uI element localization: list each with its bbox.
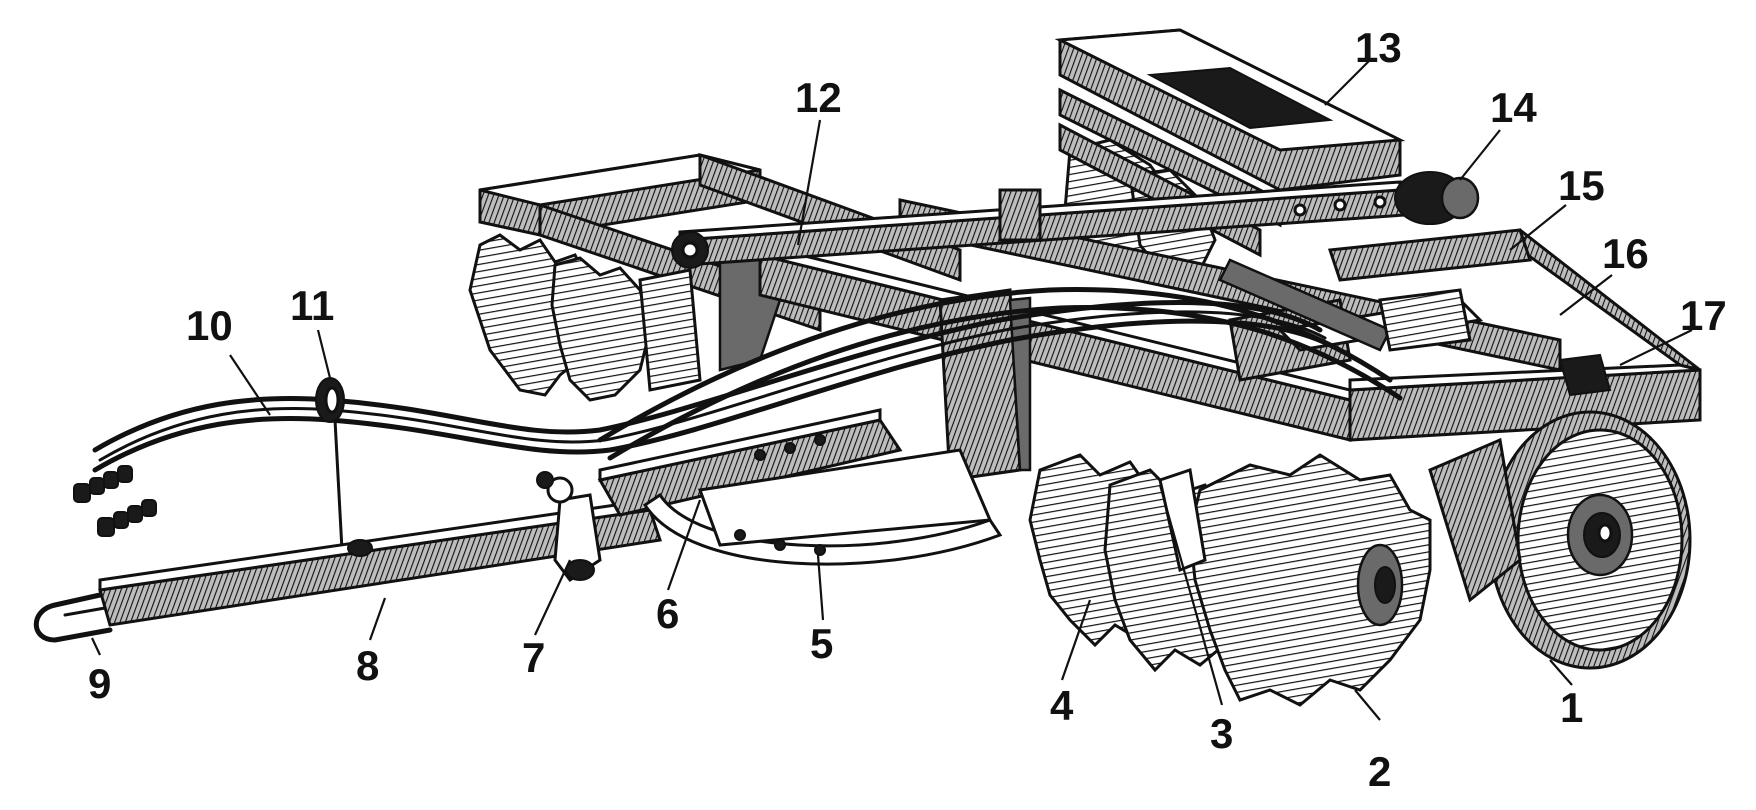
label-2: 2 (1368, 748, 1391, 795)
hose-coupling (73, 465, 157, 537)
label-10: 10 (186, 302, 233, 349)
disc-hub (1356, 543, 1404, 627)
label-4: 4 (1050, 682, 1074, 729)
label-9: 9 (88, 660, 111, 707)
hydraulic-hoses (73, 287, 1403, 552)
label-7: 7 (522, 634, 545, 681)
label-14: 14 (1490, 84, 1537, 131)
drawbar (33, 408, 1003, 643)
front-disc-gang (1028, 453, 1432, 707)
label-15: 15 (1558, 162, 1605, 209)
label-17: 17 (1680, 292, 1727, 339)
label-11: 11 (290, 282, 334, 329)
label-3: 3 (1210, 710, 1233, 757)
label-6: 6 (656, 590, 679, 637)
transport-wheel (1428, 410, 1692, 670)
label-8: 8 (356, 642, 379, 689)
label-1: 1 (1560, 684, 1583, 731)
ballast-box (1054, 28, 1406, 258)
label-5: 5 (810, 620, 833, 667)
label-13: 13 (1355, 24, 1402, 71)
label-12: 12 (795, 74, 842, 121)
top-bar (671, 171, 1480, 269)
rear-frame (478, 152, 962, 392)
leader-lines (91, 59, 1693, 721)
number-labels: 1 2 3 4 5 6 7 8 9 10 11 12 13 14 15 16 1… (88, 24, 1727, 795)
label-16: 16 (1602, 230, 1649, 277)
